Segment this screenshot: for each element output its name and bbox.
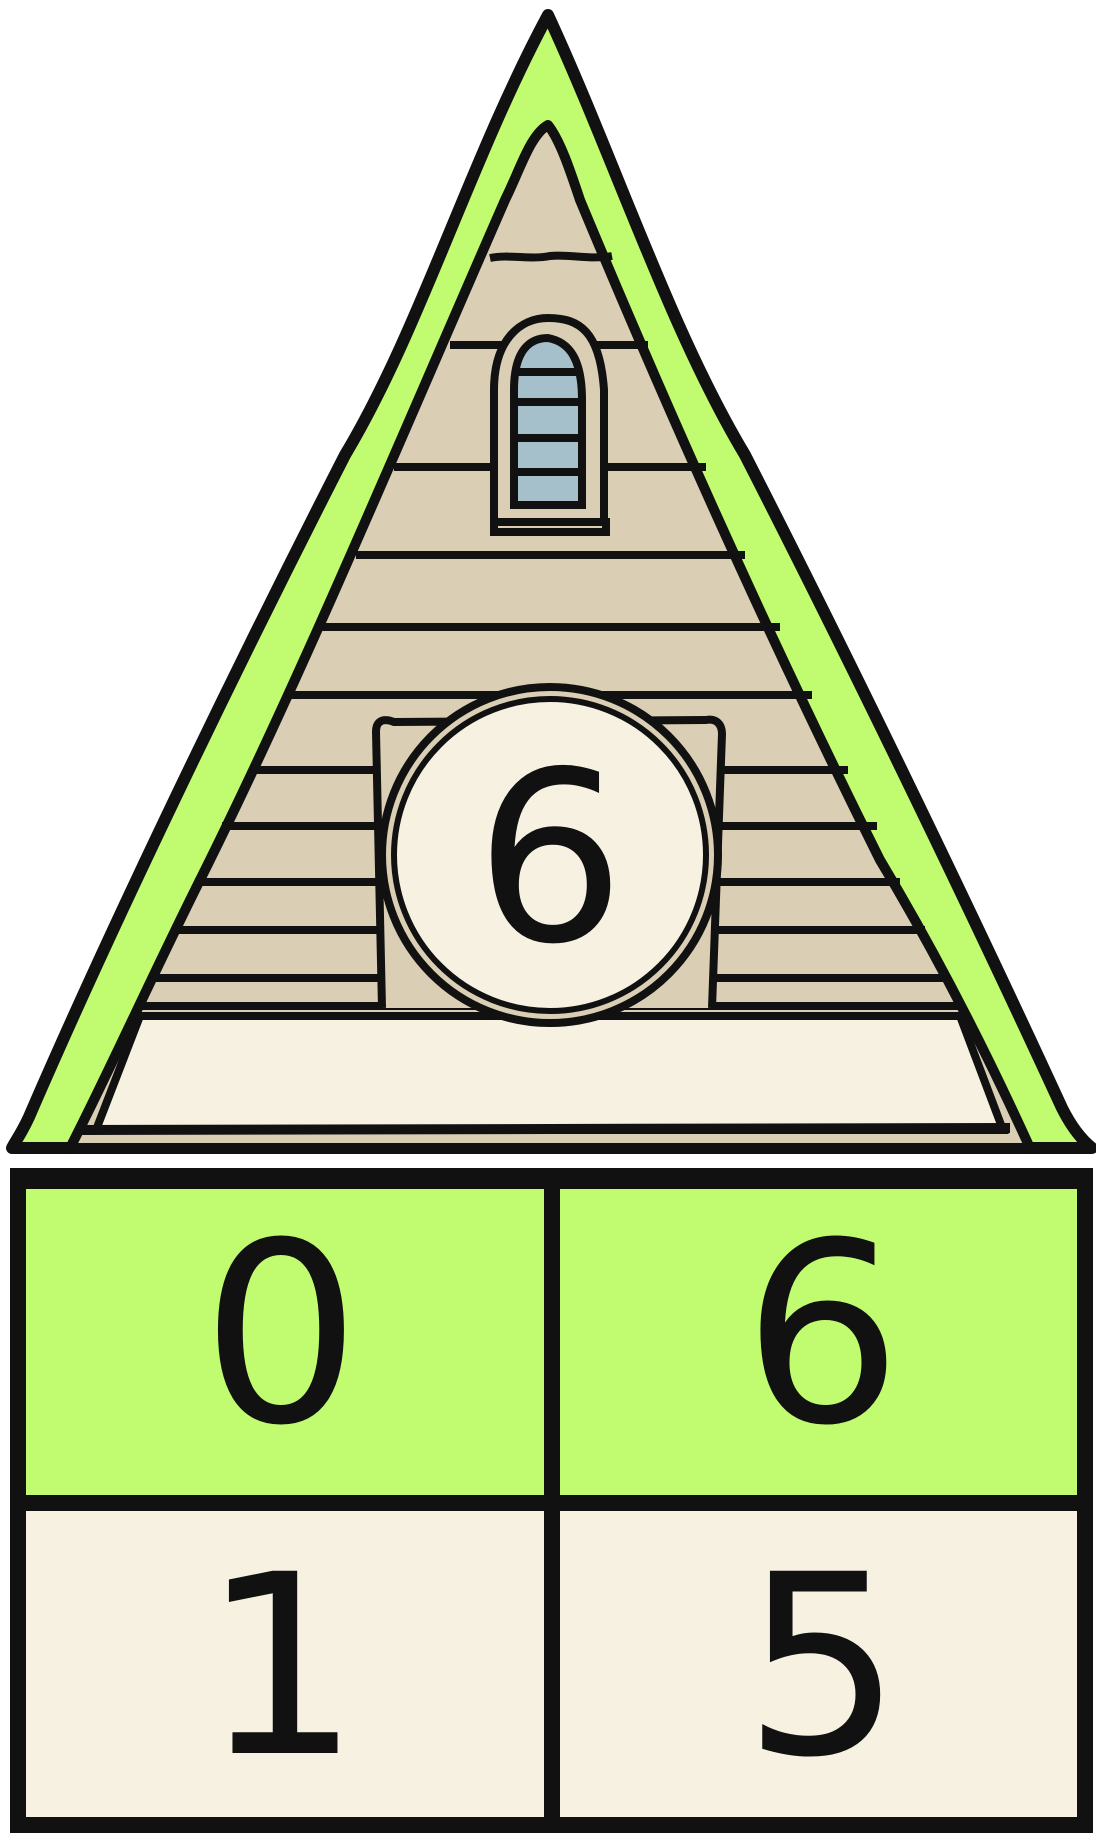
house-roof-illustration: 6 xyxy=(0,0,1096,1170)
attic-window xyxy=(494,318,606,532)
table-grid-lines xyxy=(10,1168,1093,1833)
target-number: 6 xyxy=(475,721,625,996)
number-bond-table: 0 6 1 5 xyxy=(10,1168,1093,1833)
roof-base-band xyxy=(96,1016,1003,1130)
